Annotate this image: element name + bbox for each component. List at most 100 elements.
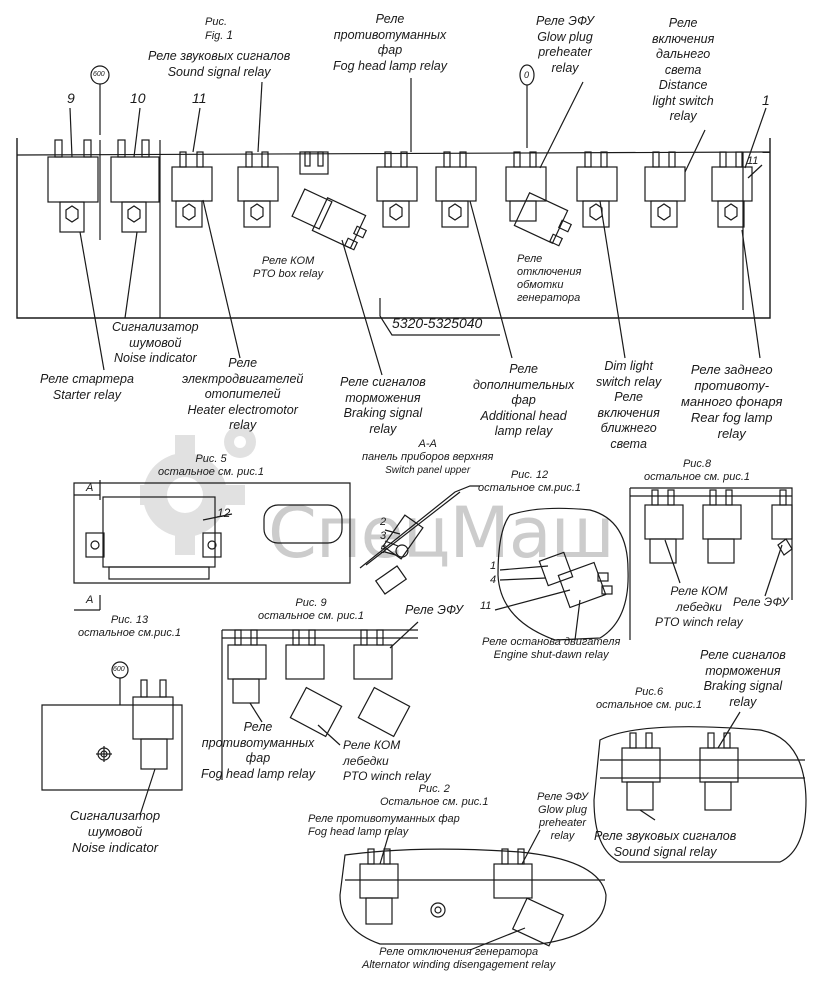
heater-en1: Heater electromotor [187,402,298,417]
additional-ru2: дополнительных [473,377,575,392]
rear-fog-en2: relay [717,426,746,441]
callout-A-bottom: А [86,594,94,606]
fig12-rest: остальное см.рис.1 [478,482,581,494]
fig2-title: Рис. 2 Остальное см. рис.1 [380,783,489,809]
efu-2-ru: Реле ЭФУ [537,791,589,803]
efu-2-en2: preheater [538,817,587,829]
label-efu-2: Реле ЭФУ Glow plug preheater relay [537,791,588,843]
sound-top-ru: Реле звуковых сигналов [148,49,291,63]
gen-off-ru1: Реле [517,253,543,265]
gen-off-ru3: обмотки [517,279,564,291]
label-heater: Реле электродвигателей отопителей Heater… [182,356,303,434]
relay-braking-top [376,151,418,228]
label-fog-2: Реле противотуманных фар Fog head lamp r… [308,813,460,839]
relay-dim-top [576,151,618,228]
relay-rear-fog-top [711,151,753,228]
rear-fog-ru1: Реле заднего [690,362,773,377]
gen-off-ru4: генератора [517,292,581,304]
efu-top-ru: Реле ЭФУ [536,14,594,28]
label-fog-top: Реле противотуманных фар Fog head lamp r… [333,12,447,74]
sound-top-en: Sound signal relay [167,64,271,79]
fig1-en: Fig. [205,30,224,42]
label-sound-top: Реле звуковых сигналов Sound signal rela… [148,49,290,80]
callout-9: 9 [67,90,75,106]
relay-9 [47,139,99,233]
pto-box-ru: Реле КОМ [261,255,315,267]
fig13-rest: остальное см.рис.1 [78,627,181,639]
heater-en2: relay [229,418,257,432]
distance-ru3: дальнего [656,47,711,61]
label-efu-9: Реле ЭФУ [405,603,463,617]
fog-2-ru: Реле противотуманных фар [308,813,460,825]
relay-efu-top [505,151,573,247]
marker-600-fig13: 600 [113,666,125,673]
braking-6-ru2: торможения [705,663,781,678]
label-noise-top: Сигнализатор шумовой Noise indicator [112,320,199,367]
rear-fog-ru3: манного фонаря [681,394,783,409]
rear-fog-en1: Rear fog lamp [690,410,773,425]
label-rear-fog: Реле заднего противоту- манного фонаря R… [681,362,782,442]
label-noise-13: Сигнализатор шумовой Noise indicator [70,808,160,856]
label-alt-2: Реле отключения генератора Alternator wi… [362,946,555,972]
fog-9-ru2: противотуманных [201,735,315,750]
alt-2-en: Alternator winding disengagement relay [362,959,556,971]
relay-additional-top [435,151,477,228]
efu-2-en3: relay [550,830,575,842]
callout-A-top: А [86,482,94,494]
pto-winch-9-ru1: Реле КОМ [343,738,401,752]
fig6-rest: остальное см. рис.1 [596,699,703,711]
relay-11-sound [171,151,213,228]
callout-3: 3 [380,530,387,542]
heater-ru3: отопителей [204,387,281,401]
label-distance: Реле включения дальнего света Distance l… [652,16,714,125]
engine-stop-ru: Реле останова двигателя [482,636,621,648]
relay-fog-top [237,151,279,228]
fig2-rest: Остальное см. рис.1 [380,796,489,808]
fig1-num: 1 [226,28,234,42]
fog-9-ru3: фар [245,751,271,765]
braking-6-en1: Braking signal [703,679,783,693]
noise-top-ru1: Сигнализатор [112,320,199,334]
alt-2-ru: Реле отключения генератора [379,946,539,958]
fog-top-ru2: противотуманных [333,27,447,42]
efu-2-en1: Glow plug [538,804,587,816]
watermark-gear-icon [140,426,256,555]
callout-11-right: 11 [747,155,759,167]
pto-winch-8-ru2: лебедки [676,599,722,614]
gen-off-ru2: отключения [517,266,582,278]
efu-top-en1: Glow plug [537,29,593,44]
braking-6-ru1: Реле сигналов [700,648,786,662]
label-starter: Реле стартера Starter relay [40,372,134,403]
additional-en2: lamp relay [494,424,553,438]
callout-4: 4 [490,574,497,586]
callout-1-fig12: 1 [490,560,497,572]
fig8-rest: остальное см. рис.1 [644,471,751,483]
fig8-title: Рис.8 остальное см. рис.1 [644,458,750,484]
fig5-title: Рис. 5 остальное см. рис.1 [158,453,264,479]
fog-9-ru1: Реле [243,720,273,734]
pto-winch-9-ru2: лебедки [343,753,389,768]
fig12-title: Рис. 12 остальное см.рис.1 [478,469,581,495]
label-additional: Реле дополнительных фар Additional head … [473,362,574,440]
distance-en2: light switch [652,93,714,108]
callout-5: 5 [380,544,387,556]
heater-ru2: электродвигателей [182,371,304,386]
fog-top-ru1: Реле [375,12,405,26]
sound-6-en: Sound signal relay [613,844,717,859]
marker-600-top: 600 [93,71,105,78]
distance-en1: Distance [658,78,708,92]
braking-6-en2: relay [729,694,757,709]
dim-en1: Dim light [604,359,653,373]
callout-10: 10 [130,90,146,106]
noise-13-ru1: Сигнализатор [70,808,161,823]
fog-2-en: Fog head lamp relay [308,826,409,838]
pto-winch-9-en: PTO winch relay [343,769,431,783]
efu-top-en3: relay [551,60,579,75]
pto-box-en: PTO box relay [253,268,324,280]
fog-top-ru3: фар [377,43,403,57]
starter-ru: Реле стартера [40,372,134,386]
fig9-num: Рис. 9 [295,597,327,609]
label-sound-6: Реле звуковых сигналов Sound signal rela… [594,829,736,860]
dim-ru1: Реле [614,390,644,404]
